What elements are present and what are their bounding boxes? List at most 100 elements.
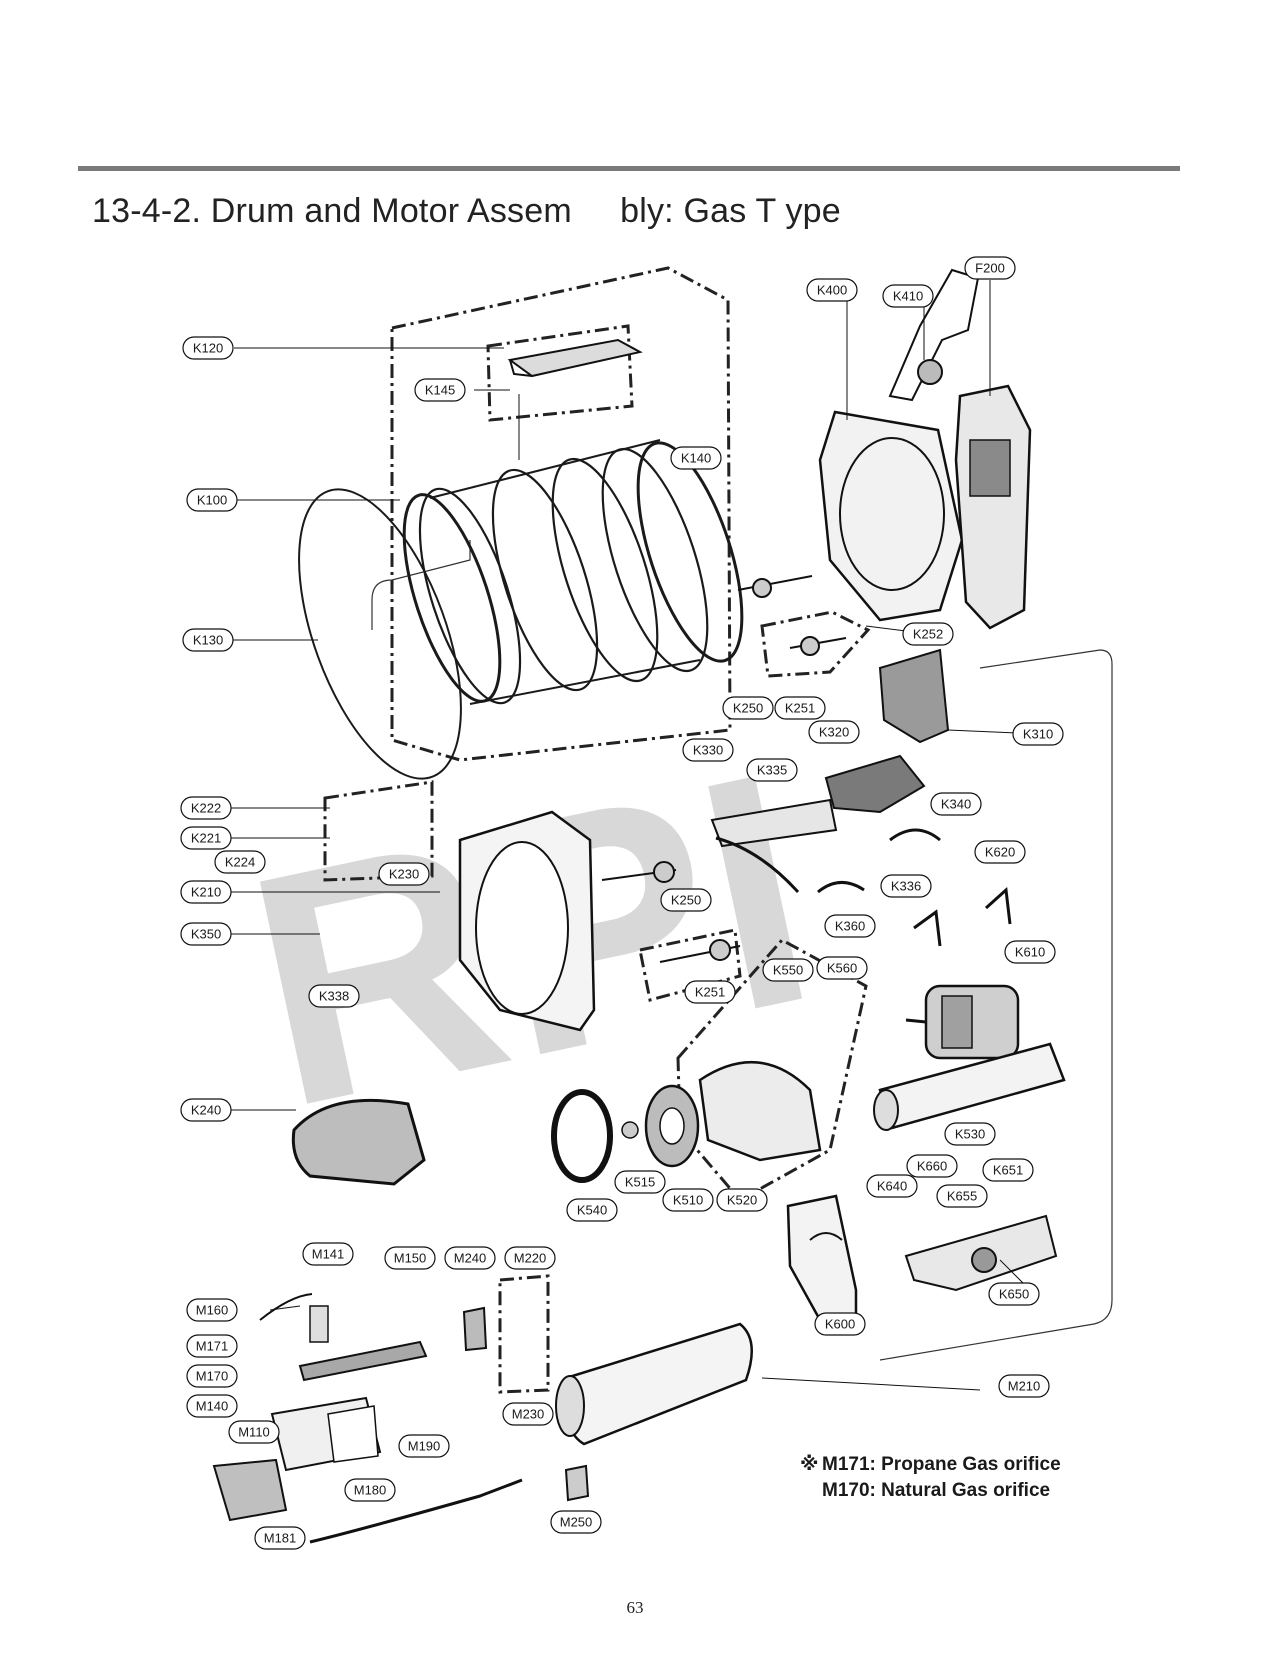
callout-bubble xyxy=(722,696,774,720)
callout-bubble xyxy=(302,1242,354,1266)
callout-label: M170 xyxy=(196,1369,229,1384)
callout-bubble xyxy=(186,1364,238,1388)
orifice-note-line-2: M170: Natural Gas orifice xyxy=(800,1478,1061,1504)
callout-bubble xyxy=(824,914,876,938)
bearing-shafts xyxy=(601,575,847,963)
callout-k540: K540 xyxy=(566,1198,618,1222)
callout-k252: K252 xyxy=(902,622,954,646)
thermistor-group-boundary xyxy=(323,780,434,882)
callout-bubble xyxy=(398,1434,450,1458)
callout-m250: M250 xyxy=(550,1510,602,1534)
callout-label: M250 xyxy=(560,1515,593,1530)
callout-label: K400 xyxy=(817,283,847,298)
callout-k360: K360 xyxy=(824,914,876,938)
callout-bubble xyxy=(808,720,860,744)
callout-label: K350 xyxy=(191,927,221,942)
chamber-stand xyxy=(564,1464,590,1502)
callout-k222: K222 xyxy=(180,796,232,820)
callout-bubble xyxy=(550,1510,602,1534)
callout-label: K251 xyxy=(785,701,815,716)
callout-k240: K240 xyxy=(180,1098,232,1122)
callout-label: K560 xyxy=(827,961,857,976)
callout-bubble xyxy=(186,1334,238,1358)
callout-k251a: K251 xyxy=(774,696,826,720)
callout-k340: K340 xyxy=(930,792,982,816)
callout-label: M210 xyxy=(1008,1379,1041,1394)
callout-bubble xyxy=(930,792,982,816)
callout-bubble xyxy=(344,1478,396,1502)
harness-trace-right xyxy=(879,649,1113,1361)
callout-label: K210 xyxy=(191,885,221,900)
callout-bubble xyxy=(444,1246,496,1270)
callout-m190: M190 xyxy=(398,1434,450,1458)
callout-label: K610 xyxy=(1015,945,1045,960)
callout-bubble xyxy=(228,1420,280,1444)
callout-bubble xyxy=(982,1158,1034,1182)
callout-bubble xyxy=(180,1098,232,1122)
front-duct xyxy=(291,1098,426,1186)
callout-k515: K515 xyxy=(614,1170,666,1194)
callout-label: K145 xyxy=(425,383,455,398)
callout-label: K330 xyxy=(693,743,723,758)
callout-label: K550 xyxy=(773,963,803,978)
callout-bubble xyxy=(414,378,466,402)
callout-bubble xyxy=(182,336,234,360)
drum-seal-ring xyxy=(298,488,462,780)
callout-label: K660 xyxy=(917,1159,947,1174)
callout-label: K222 xyxy=(191,801,221,816)
callout-k510: K510 xyxy=(662,1188,714,1212)
page-number: 63 xyxy=(626,1598,644,1617)
callout-label: K515 xyxy=(625,1175,655,1190)
callout-bubble xyxy=(660,888,712,912)
callout-label: M160 xyxy=(196,1303,229,1318)
callout-label: K252 xyxy=(913,627,943,642)
callout-k100: K100 xyxy=(186,488,238,512)
callout-label: K540 xyxy=(577,1203,607,1218)
callout-label: M220 xyxy=(514,1251,547,1266)
callout-k221: K221 xyxy=(180,826,232,850)
blower-wheel xyxy=(644,1084,700,1168)
callout-label: K250 xyxy=(733,701,763,716)
callout-bubble xyxy=(670,446,722,470)
callout-label: K410 xyxy=(893,289,923,304)
callout-k620: K620 xyxy=(974,840,1026,864)
callout-bubble xyxy=(502,1402,554,1426)
callout-bubble xyxy=(880,874,932,898)
motor-mounts xyxy=(913,886,1012,947)
rear-bulkhead xyxy=(818,410,964,622)
callout-bubble xyxy=(936,1184,988,1208)
callout-k145: K145 xyxy=(414,378,466,402)
callout-label: K600 xyxy=(825,1317,855,1332)
drum-assembly-boundary xyxy=(390,266,732,762)
callout-k655: K655 xyxy=(936,1184,988,1208)
callout-label: M140 xyxy=(196,1399,229,1414)
callout-k330: K330 xyxy=(682,738,734,762)
callout-label: K510 xyxy=(673,1193,703,1208)
callout-bubble xyxy=(254,1526,306,1550)
callout-label: K120 xyxy=(193,341,223,356)
callout-k600: K600 xyxy=(814,1312,866,1336)
callout-k520: K520 xyxy=(716,1188,768,1212)
callout-bubble xyxy=(180,922,232,946)
orifice-note: ※M171: Propane Gas orifice M170: Natural… xyxy=(800,1452,1061,1504)
callout-k530: K530 xyxy=(944,1122,996,1146)
callout-label: K655 xyxy=(947,1189,977,1204)
callout-m220: M220 xyxy=(504,1246,556,1270)
callout-bubble xyxy=(988,1282,1040,1306)
callout-k660: K660 xyxy=(906,1154,958,1178)
callout-bubble xyxy=(774,696,826,720)
blower-housing xyxy=(698,1061,822,1162)
callout-label: M180 xyxy=(354,1483,387,1498)
callout-k210: K210 xyxy=(180,880,232,904)
callout-k651: K651 xyxy=(982,1158,1034,1182)
callout-k610: K610 xyxy=(1004,940,1056,964)
callout-label: M141 xyxy=(312,1247,345,1262)
callout-bubble xyxy=(964,256,1016,280)
callout-bubble xyxy=(180,796,232,820)
callout-label: K620 xyxy=(985,845,1015,860)
drum-slides xyxy=(710,754,941,894)
callout-k338: K338 xyxy=(308,984,360,1008)
idler-group-boundary xyxy=(638,928,742,1002)
callout-m181: M181 xyxy=(254,1526,306,1550)
